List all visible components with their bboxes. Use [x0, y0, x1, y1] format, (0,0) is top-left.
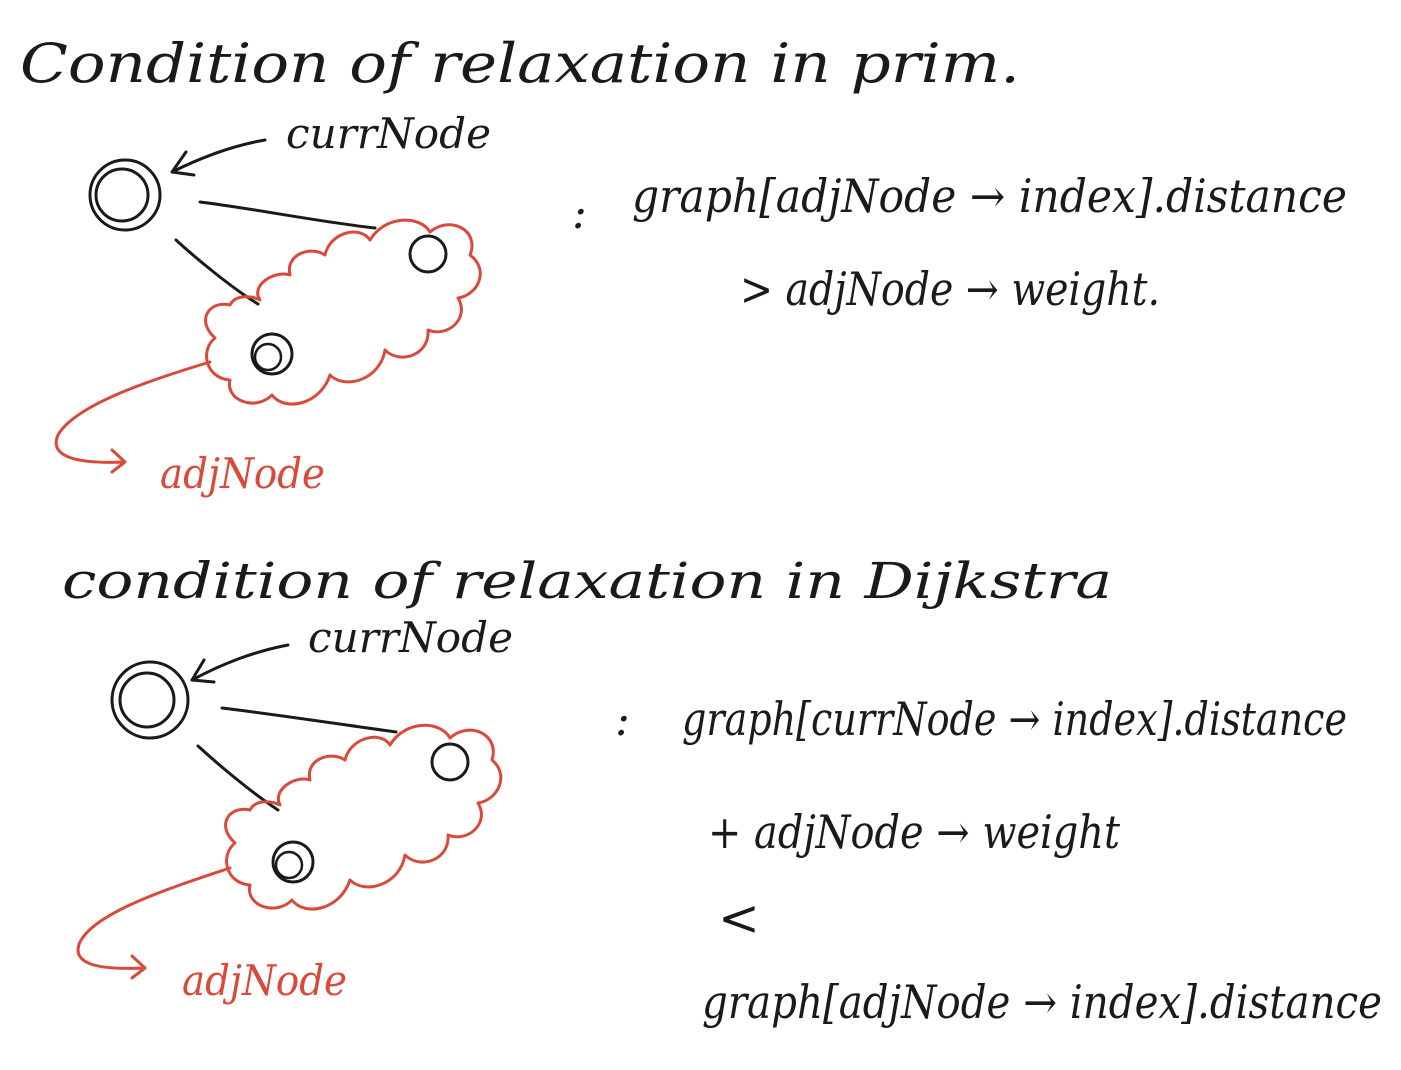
dijkstra-formula-line1: graph[currNode → index].distance: [682, 692, 1347, 746]
prim-edge-2: [174, 238, 260, 306]
dijkstra-adj-node-2: [271, 840, 315, 884]
dijkstra-title: condition of relaxation in Dijkstra: [62, 552, 1112, 610]
dijkstra-formula-line3: <: [718, 889, 760, 947]
dijkstra-adj-cloud: [224, 723, 503, 911]
prim-adj-pointer-arrow: [54, 360, 212, 474]
prim-adj-node-1: [408, 234, 448, 274]
prim-formula-line2: > adjNode → weight.: [740, 262, 1160, 316]
prim-formula-prefix: :: [572, 188, 587, 239]
prim-curr-node-arrow: [170, 138, 267, 177]
prim-title: Condition of relaxation in prim.: [20, 32, 1020, 95]
prim-curr-node: [88, 158, 162, 232]
dijkstra-adj-pointer-arrow: [76, 866, 232, 980]
dijkstra-adj-node-label: adjNode: [182, 956, 347, 1005]
dijkstra-edge-2: [196, 744, 280, 812]
dijkstra-formula-line4: graph[adjNode → index].distance: [702, 975, 1382, 1029]
prim-curr-node-label: currNode: [286, 109, 491, 158]
dijkstra-curr-node-arrow: [190, 643, 290, 684]
prim-adj-node-label: adjNode: [160, 449, 325, 498]
prim-edge-1: [198, 200, 377, 230]
dijkstra-formula-prefix: :: [615, 695, 630, 746]
dijkstra-curr-node-label: currNode: [308, 613, 513, 662]
dijkstra-formula-line2: + adjNode → weight: [708, 805, 1120, 859]
prim-adj-cloud: [204, 218, 482, 406]
dijkstra-curr-node: [110, 660, 190, 740]
prim-adj-node-2: [250, 332, 294, 376]
dijkstra-adj-node-1: [430, 742, 470, 782]
prim-section: Condition of relaxation in prim. currNod…: [20, 32, 1347, 498]
dijkstra-section: condition of relaxation in Dijkstra curr…: [62, 552, 1382, 1029]
prim-formula-line1: graph[adjNode → index].distance: [632, 169, 1347, 223]
dijkstra-edge-1: [220, 706, 398, 734]
